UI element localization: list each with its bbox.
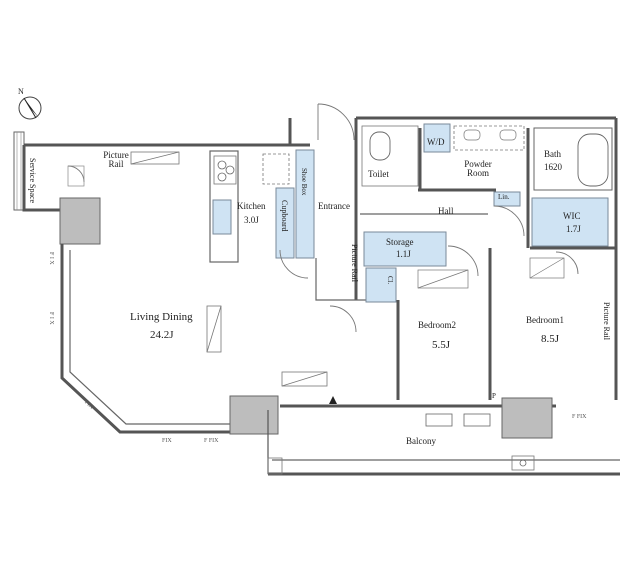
balcony-area bbox=[267, 396, 620, 476]
hall-label: Hall bbox=[438, 206, 454, 216]
toilet-label: Toilet bbox=[368, 169, 389, 179]
entrance-label: Entrance bbox=[318, 201, 350, 211]
bath-label: Bath bbox=[544, 149, 561, 159]
picture-rail-bed1-label: Picture Rail bbox=[602, 302, 611, 340]
bath-size: 1620 bbox=[544, 162, 562, 172]
fix-label: FIX bbox=[162, 438, 172, 444]
cl-label: Cl. bbox=[386, 276, 394, 285]
bedroom2-label: Bedroom2 bbox=[418, 320, 456, 330]
fix-label: F I X bbox=[48, 252, 54, 265]
storage-size: 1.1J bbox=[396, 249, 411, 259]
picture-rail-hall-label: Picture Rail bbox=[350, 244, 359, 282]
picture-rail-ld-label: Picture Rail bbox=[103, 150, 129, 169]
bedroom2-size: 5.5J bbox=[432, 339, 451, 351]
north-arrow-icon bbox=[18, 96, 42, 120]
kitchen-area bbox=[209, 149, 315, 263]
cupboard-label: Cupboard bbox=[280, 200, 289, 232]
bedroom1-size: 8.5J bbox=[541, 333, 560, 345]
powder-room-label: Powder Room bbox=[464, 159, 492, 178]
living-dining-walls bbox=[22, 143, 300, 435]
shoe-box-label: Shoe Box bbox=[300, 168, 308, 196]
fix-label: F FIX bbox=[572, 414, 587, 420]
bedroom1-label: Bedroom1 bbox=[526, 315, 564, 325]
wic-label: WIC bbox=[563, 211, 581, 221]
fix-label: F FIX bbox=[204, 438, 219, 444]
interior-walls bbox=[280, 116, 618, 408]
fix-label: F I X bbox=[48, 312, 54, 325]
living-dining-label: Living Dining bbox=[130, 311, 193, 323]
storage-label: Storage bbox=[386, 237, 414, 247]
service-space-area bbox=[13, 131, 25, 211]
living-dining-size: 24.2J bbox=[150, 329, 174, 341]
balcony-label: Balcony bbox=[406, 436, 436, 446]
kitchen-label: Kitchen bbox=[237, 201, 266, 211]
service-space-label: Service Space bbox=[28, 158, 37, 204]
wd-label: W/D bbox=[427, 137, 445, 147]
lin-label: Lin. bbox=[498, 193, 510, 201]
p-label: P bbox=[492, 392, 496, 400]
kitchen-size: 3.0J bbox=[244, 215, 259, 225]
north-label: N bbox=[18, 87, 24, 96]
wic-size: 1.7J bbox=[566, 224, 581, 234]
